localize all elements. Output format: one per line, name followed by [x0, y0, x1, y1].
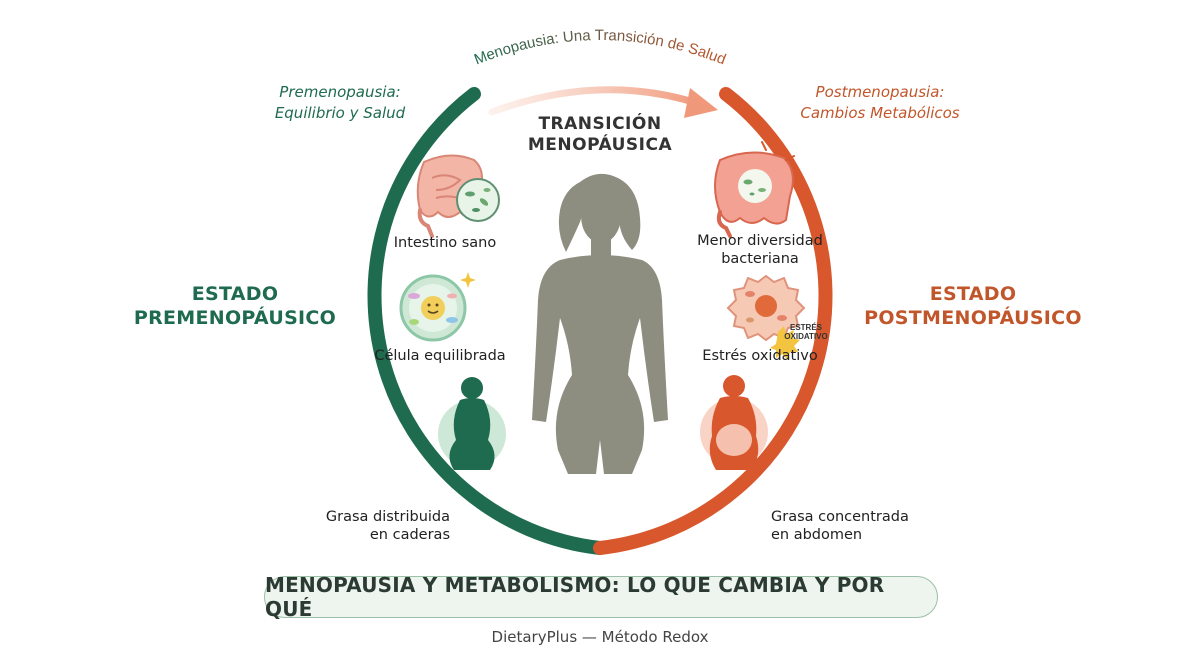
- oxidative-stress-label: Estrés oxidativo: [702, 348, 818, 364]
- abdominal-fat-silhouette-icon: [700, 375, 768, 470]
- abdominal-fat-label-line2: en abdomen: [771, 527, 863, 543]
- low-diversity-label-line2: bacteriana: [721, 251, 799, 267]
- arc-title: Menopausia: Una Transición de Salud: [472, 27, 728, 68]
- balanced-cell-label: Célula equilibrada: [374, 348, 506, 364]
- low-diversity-label: Menor diversidad bacteriana: [680, 232, 840, 268]
- abdominal-fat-label: Grasa concentrada en abdomen: [771, 508, 941, 544]
- healthy-gut-label: Intestino sano: [393, 235, 497, 251]
- premenopause-subtitle-line2: Equilibrio y Salud: [274, 104, 406, 122]
- premenopausal-state-title: ESTADO PREMENOPÁUSICO: [120, 282, 350, 330]
- hip-fat-label-line2: en caderas: [369, 527, 450, 543]
- premenopausal-state-line1: ESTADO: [191, 283, 279, 305]
- premenopause-subtitle-line1: Premenopausia:: [279, 83, 401, 101]
- postmenopausal-state-line2: POSTMENOPÁUSICO: [864, 307, 1082, 329]
- abdominal-fat-label-line1: Grasa concentrada: [771, 509, 909, 525]
- inflamed-gut-icon: [714, 141, 795, 238]
- female-silhouette-icon: [532, 173, 668, 474]
- hip-fat-label-line1: Grasa distribuida: [325, 509, 450, 525]
- low-diversity-label-line1: Menor diversidad: [697, 233, 823, 249]
- premenopausal-state-line2: PREMENOPÁUSICO: [133, 307, 337, 329]
- postmenopausal-state-title: ESTADO POSTMENOPÁUSICO: [858, 282, 1088, 330]
- postmenopausal-state-line1: ESTADO: [929, 283, 1017, 305]
- hip-fat-label: Grasa distribuida en caderas: [300, 508, 450, 544]
- transition-title: TRANSICIÓN MENOPÁUSICA: [510, 114, 690, 156]
- healthy-gut-icon: [416, 154, 500, 238]
- postmenopause-subtitle: Postmenopausia: Cambios Metabólicos: [790, 82, 970, 124]
- oxidative-badge-line2: OXIDATIVO: [784, 332, 827, 341]
- premenopause-subtitle: Premenopausia: Equilibrio y Salud: [250, 82, 430, 124]
- postmenopause-subtitle-line2: Cambios Metabólicos: [800, 104, 960, 122]
- premenopause-arc: [367, 87, 607, 555]
- transition-title-line1: TRANSICIÓN: [538, 114, 662, 134]
- postmenopause-subtitle-line1: Postmenopausia:: [815, 83, 945, 101]
- balanced-cell-icon: [399, 272, 476, 342]
- hip-fat-silhouette-icon: [438, 377, 506, 470]
- footer-credit: DietaryPlus — Método Redox: [491, 628, 709, 646]
- oxidative-badge-line1: ESTRÉS: [790, 323, 823, 332]
- transition-title-line2: MENOPÁUSICA: [527, 135, 673, 155]
- transition-arrow-icon: [488, 86, 718, 118]
- summary-banner: MENOPAUSIA Y METABOLISMO: LO QUE CAMBIA …: [264, 573, 938, 621]
- stressed-cell-icon: ESTRÉS OXIDATIVO: [726, 274, 828, 360]
